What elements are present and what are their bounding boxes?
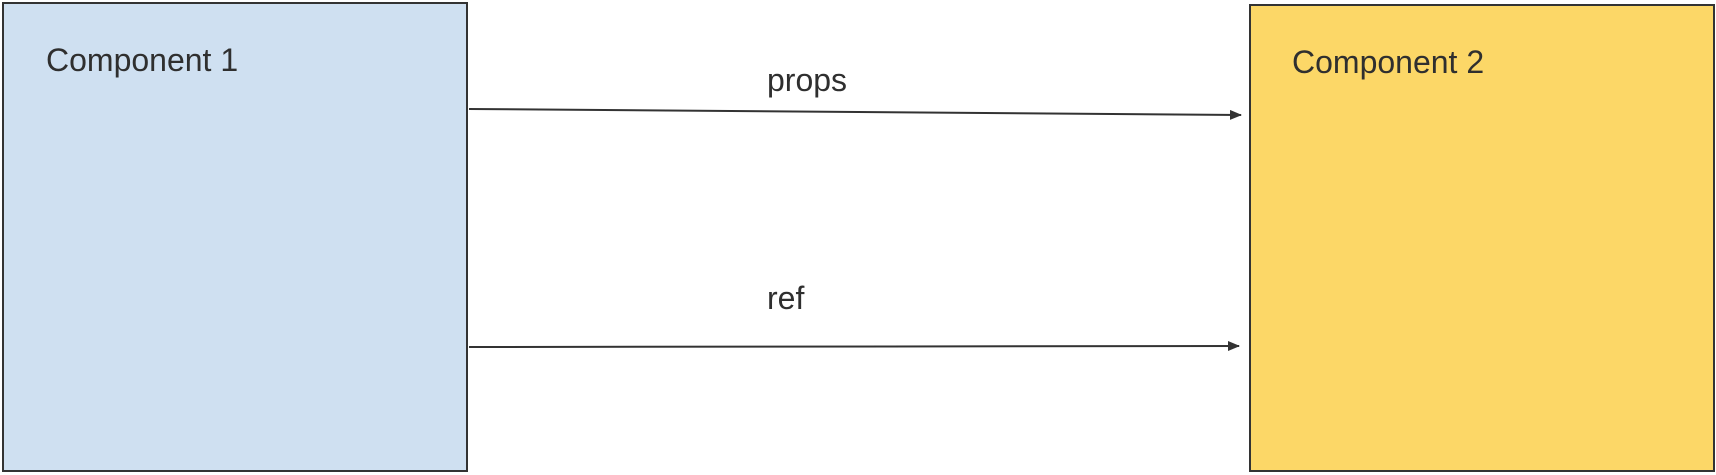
- component-1-title: Component 1: [46, 42, 239, 78]
- ref-arrow: [468, 341, 1240, 352]
- component-2-box: Component 2: [1249, 4, 1715, 472]
- ref-arrow-label: ref: [767, 280, 805, 316]
- component-1-box: Component 1: [2, 2, 468, 472]
- component-2-title: Component 2: [1292, 44, 1485, 80]
- props-arrow: [468, 108, 1242, 120]
- props-arrow-label: props: [767, 62, 848, 98]
